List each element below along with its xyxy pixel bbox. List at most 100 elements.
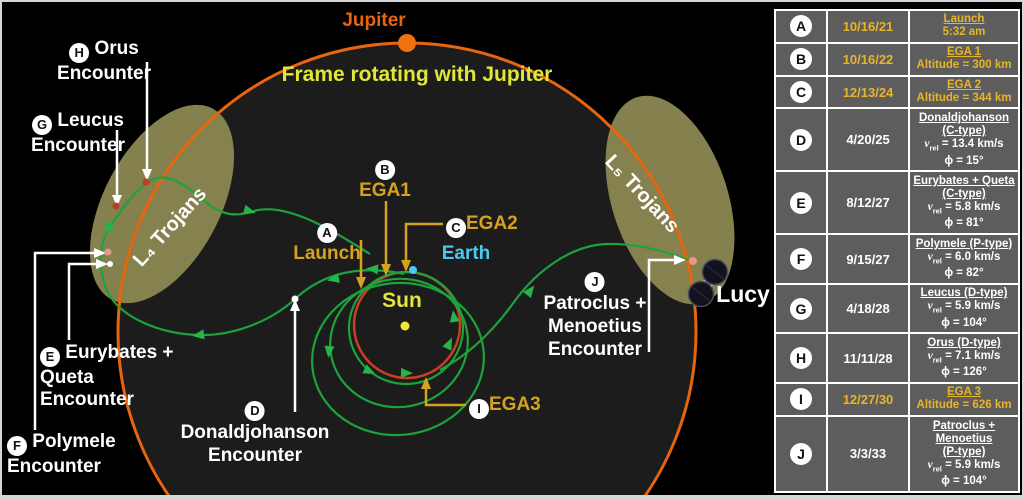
polymele-name: Polymele [32, 431, 116, 452]
badge-h: H [69, 43, 90, 63]
frame-rotating-label: Frame rotating with Jupiter [282, 64, 553, 86]
flow-arrow [104, 219, 115, 232]
row-badge-cell: I [774, 381, 828, 417]
description-line: Altitude = 344 km [916, 92, 1012, 105]
description-line: (P-type) [942, 445, 986, 458]
description-line: Polymele (P-type) [915, 237, 1013, 250]
encounter-date: 11/11/28 [826, 332, 910, 384]
flow-arrow [400, 367, 413, 378]
badge-d: D [244, 401, 265, 421]
row-badge-h: H [790, 347, 812, 370]
badge-b: B [375, 160, 395, 180]
jupiter-dot [398, 34, 416, 52]
description-line: vrel = 7.1 km/s [927, 349, 1001, 365]
row-badge-cell: C [774, 74, 828, 110]
earth-label-text: Earth [441, 243, 491, 264]
flow-arrow [327, 273, 340, 283]
description-line: vrel = 5.9 km/s [927, 300, 1001, 315]
patroclus-arrowhead [674, 255, 686, 265]
leucus-encounter-word: Encounter [31, 135, 125, 156]
description-line: Altitude = 626 km [916, 399, 1012, 412]
flow-arrow [362, 364, 376, 374]
ega3-arrow [424, 387, 466, 407]
sun-dot [400, 321, 410, 331]
ega2-arrow [404, 222, 443, 262]
row-badge-i: I [790, 388, 812, 411]
ega1-arrowhead [381, 264, 391, 276]
row-badge-cell: A [774, 9, 828, 44]
badge-a: A [317, 223, 337, 243]
eurybates-encounter-word: Encounter [40, 389, 134, 410]
row-badge-cell: F [774, 233, 828, 285]
badge-j: J [585, 272, 605, 292]
badge-e: E [40, 347, 60, 367]
description-line: Eurybates + Queta [913, 175, 1015, 188]
jupiter-label: Jupiter [342, 10, 405, 32]
gold-arrowheads [356, 260, 431, 389]
description-line: vrel = 5.9 km/s [927, 458, 1001, 474]
description-line: ϕ = 82° [944, 267, 984, 280]
row-badge-g: G [790, 297, 812, 320]
row-badge-j: J [790, 442, 812, 465]
polymele-encounter-word: Encounter [7, 456, 101, 477]
encounter-date: 12/27/30 [826, 381, 910, 417]
lucy-spacecraft-icon [687, 258, 729, 308]
row-badge-cell: E [774, 170, 828, 236]
row-badge-c: C [790, 81, 812, 104]
flow-arrow [449, 310, 460, 323]
orus-encounter-word: Encounter [57, 63, 151, 84]
lucy-label: Lucy [716, 283, 770, 306]
polymele-arrowhead [94, 248, 106, 258]
orus-arrowhead [142, 169, 152, 181]
encounter-date: 4/20/25 [826, 107, 910, 173]
description-line: Altitude = 300 km [916, 59, 1012, 72]
description-line: vrel = 6.0 km/s [927, 250, 1001, 266]
jupiter-label-text: Jupiter [342, 10, 406, 31]
eurybates-arrow [67, 262, 98, 340]
description-line: EGA 3 [946, 386, 982, 399]
row-badge-cell: H [774, 332, 828, 384]
leucus-arrowhead [112, 195, 122, 207]
eurybates-encounter-dot [107, 261, 113, 267]
sun-label-text: Sun [382, 289, 422, 312]
polymele-arrow [33, 251, 96, 430]
flow-arrow [442, 337, 452, 351]
menoetius-name: Menoetius [548, 316, 642, 337]
leucus-name: Leucus [57, 110, 124, 131]
badge-f: F [7, 436, 27, 456]
launch-arrowhead [356, 277, 366, 289]
encounter-description: Patroclus +Menoetius(P-type)vrel = 5.9 k… [908, 414, 1020, 494]
panel-line [704, 263, 726, 281]
polymele-encounter-dot [104, 248, 112, 256]
encounter-description: Eurybates + Queta(C-type)vrel = 5.8 km/s… [908, 170, 1020, 236]
ega2-arrowhead [401, 260, 411, 272]
description-line: EGA 1 [946, 46, 982, 59]
row-badge-e: E [790, 191, 812, 214]
white-arrowheads [94, 169, 686, 311]
description-line: ϕ = 15° [944, 154, 984, 167]
donaldjohanson-encounter-label: D Donaldjohanson Encounter [181, 395, 329, 467]
donaldjohanson-encounter-dot [291, 295, 299, 303]
badge-g: G [32, 115, 53, 135]
gold-arrows [359, 201, 466, 407]
encounter-date: 3/3/33 [826, 414, 910, 494]
description-line: ϕ = 81° [944, 217, 984, 230]
encounter-date: 8/12/27 [826, 170, 910, 236]
ega1-label: B EGA1 [359, 154, 411, 202]
earth-label: Earth [442, 243, 491, 265]
patroclus-name: Patroclus + [543, 293, 647, 314]
white-arrows [33, 62, 676, 430]
